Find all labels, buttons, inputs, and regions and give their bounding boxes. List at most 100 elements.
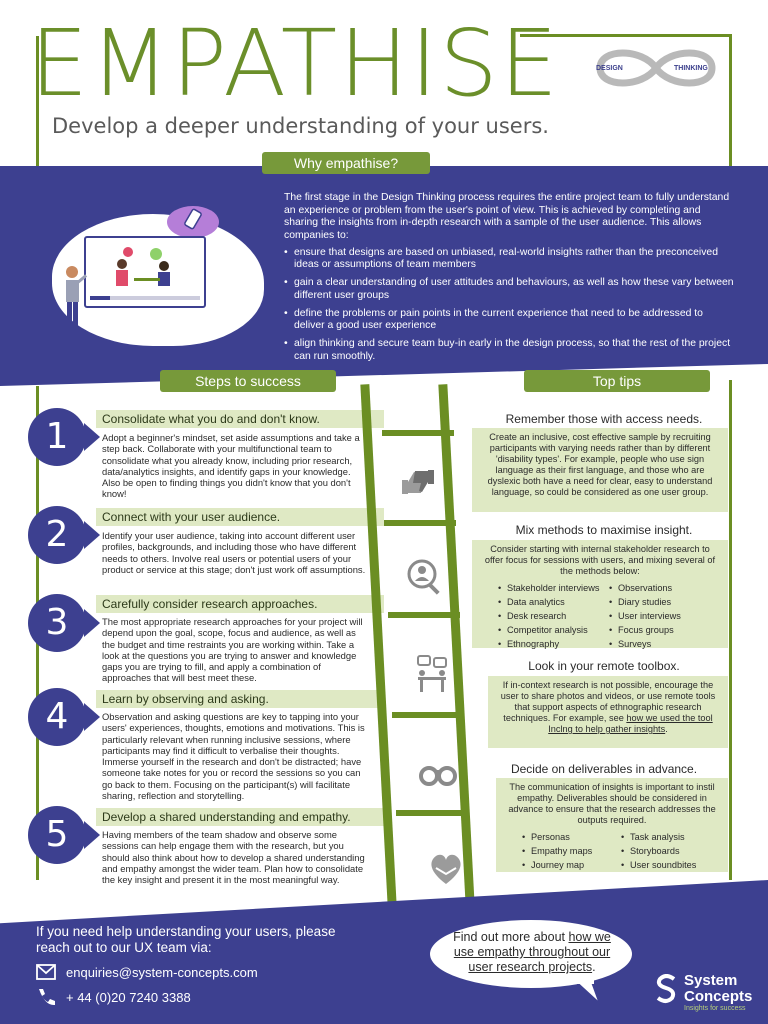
bubble-end: . (592, 960, 596, 974)
step-number-3: 3 (28, 594, 100, 652)
step-title-5: Develop a shared understanding and empat… (96, 808, 384, 826)
list-item: Data analytics (498, 597, 609, 608)
brand-tagline: Insights for success (684, 1005, 746, 1012)
list-item: Journey map (522, 860, 621, 871)
email-address[interactable]: enquiries@system-concepts.com (66, 964, 258, 980)
list-item: Diary studies (609, 597, 720, 608)
email-contact[interactable]: enquiries@system-concepts.com (36, 964, 258, 980)
ladder-rung (392, 712, 464, 718)
ladder-rung (396, 810, 468, 816)
ladder-right-rail (438, 384, 475, 906)
video-call-screen (84, 236, 206, 308)
speech-bubble-text: Find out more about how we use empathy t… (446, 930, 618, 975)
list-item: User soundbites (621, 860, 720, 871)
tip-title-3: Look in your remote toolbox. (528, 659, 680, 673)
tip-box-3: If in-context research is not possible, … (488, 676, 728, 748)
footer-help-text: If you need help understanding your user… (36, 924, 336, 956)
tip-body-1: Create an inclusive, cost effective samp… (487, 432, 713, 498)
infinity-icon (596, 49, 716, 87)
list-item: Ethnography (498, 639, 609, 650)
deliverables-list-col2: Task analysis Storyboards User soundbite… (621, 832, 720, 874)
methods-list: Stakeholder interviews Data analytics De… (480, 583, 720, 653)
interview-icon (417, 655, 447, 692)
thumbs-up-down-icon (402, 470, 434, 494)
intro-bullet-list: ensure that designs are based on unbiase… (284, 247, 734, 364)
phone-icon (39, 989, 55, 1006)
why-empathise-text: The first stage in the Design Thinking p… (284, 192, 734, 368)
step-number-5: 5 (28, 806, 100, 864)
intro-bullet: ensure that designs are based on unbiase… (284, 247, 734, 272)
list-item: Personas (522, 832, 621, 843)
tip-body-3-end: . (665, 724, 668, 735)
system-concepts-s-icon (656, 974, 676, 1003)
step-title-2: Connect with your user audience. (96, 508, 384, 526)
tip-body-4: The communication of insights is importa… (508, 782, 716, 826)
tip-box-1: Create an inclusive, cost effective samp… (472, 428, 728, 512)
frame-right-line (729, 34, 732, 166)
step-body-4: Observation and asking questions are key… (102, 711, 365, 801)
bubble-prefix: Find out more about (453, 930, 565, 944)
list-item: Observations (609, 583, 720, 594)
list-item: Focus groups (609, 625, 720, 636)
tips-heading: Top tips (524, 370, 710, 392)
step-title-1: Consolidate what you do and don't know. (96, 410, 384, 428)
phone-contact[interactable]: + 44 (0)20 7240 3388 (36, 988, 191, 1006)
brand-name-2: Concepts (684, 988, 753, 1005)
intro-bullet: gain a clear understanding of user attit… (284, 277, 734, 302)
list-item: User interviews (609, 611, 720, 622)
step-body-5: Having members of the team shadow and ob… (102, 829, 365, 886)
design-thinking-logo: DESIGN THINKING (592, 44, 720, 92)
speech-bubble (428, 918, 634, 990)
step-body-3: The most appropriate research approaches… (102, 616, 363, 684)
tip-box-2: Consider starting with internal stakehol… (472, 540, 728, 650)
cloud-phone-icon (167, 206, 219, 238)
tip-body-2: Consider starting with internal stakehol… (484, 544, 716, 577)
ladder-rung (382, 430, 454, 436)
step-number-2: 2 (28, 506, 100, 564)
inclng-article-link[interactable]: how we used the tool Inclng to help gath… (548, 713, 713, 735)
step-body-1: Adopt a beginner's mindset, set aside as… (102, 432, 360, 500)
frame-left-line (36, 36, 39, 166)
empathy-research-link[interactable]: how we use empathy throughout our user r… (453, 930, 611, 974)
tip-title-4: Decide on deliverables in advance. (510, 762, 698, 776)
list-item: Task analysis (621, 832, 720, 843)
tip-title-1: Remember those with access needs. (505, 412, 703, 426)
step-title-4: Learn by observing and asking. (96, 690, 384, 708)
meeting-people-icon (90, 247, 200, 300)
frame-top-line (520, 34, 732, 37)
list-item: Desk research (498, 611, 609, 622)
methods-list-col2: Observations Diary studies User intervie… (609, 583, 720, 653)
step-number-4: 4 (28, 688, 100, 746)
deliverables-list: Personas Empathy maps Journey map Task a… (504, 832, 720, 874)
ladder-rung (388, 612, 460, 618)
tip-box-4: The communication of insights is importa… (496, 778, 728, 872)
envelope-icon (36, 964, 56, 980)
list-item: Competitor analysis (498, 625, 609, 636)
steps-heading: Steps to success (160, 370, 336, 392)
intro-paragraph: The first stage in the Design Thinking p… (284, 192, 730, 242)
tip-body-3: If in-context research is not possible, … (500, 680, 716, 724)
deliverables-list-col1: Personas Empathy maps Journey map (522, 832, 621, 874)
step-title-3: Carefully consider research approaches. (96, 595, 384, 613)
why-empathise-heading: Why empathise? (262, 152, 430, 174)
ladder-rung (384, 520, 456, 526)
presenter-person-icon (66, 266, 88, 332)
user-research-magnifier-icon (407, 559, 440, 595)
list-item: Storyboards (621, 846, 720, 857)
frame-right-lower-line (729, 380, 732, 880)
page-subtitle: Develop a deeper understanding of your u… (52, 114, 549, 138)
logo-label-design: DESIGN (596, 65, 623, 72)
list-item: Stakeholder interviews (498, 583, 609, 594)
brand-name-1: System (684, 972, 738, 989)
intro-bullet: align thinking and secure team buy-in ea… (284, 338, 734, 363)
list-item: Surveys (609, 639, 720, 650)
logo-label-thinking: THINKING (674, 65, 708, 72)
phone-number[interactable]: + 44 (0)20 7240 3388 (66, 989, 191, 1005)
tip-title-2: Mix methods to maximise insight. (515, 523, 693, 537)
methods-list-col1: Stakeholder interviews Data analytics De… (498, 583, 609, 653)
binoculars-icon (419, 766, 457, 786)
heart-hands-icon (431, 854, 461, 884)
page-title: EMPATHISE (30, 10, 560, 117)
speech-bubble-tail (574, 980, 601, 1005)
step-number-1: 1 (28, 408, 100, 466)
